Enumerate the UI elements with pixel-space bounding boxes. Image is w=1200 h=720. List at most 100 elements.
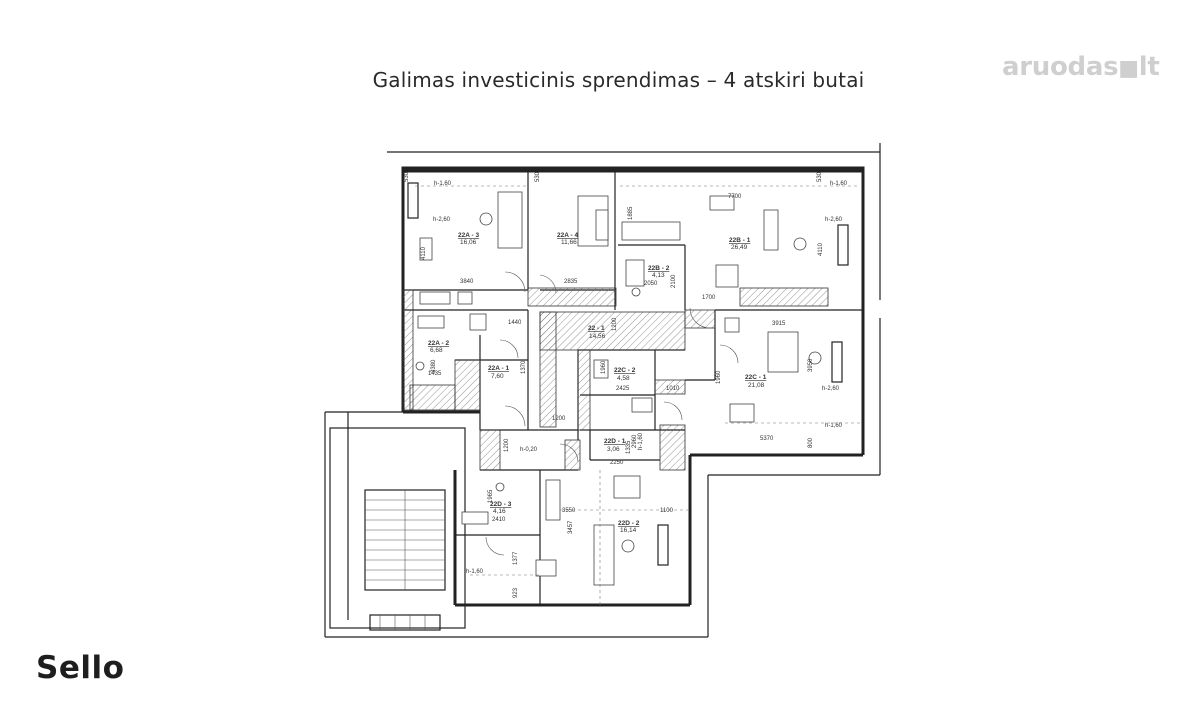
watermark-text: aruodas■lt xyxy=(1002,52,1160,82)
dimension-label: 1960 xyxy=(716,370,722,384)
dimension-label: 1440 xyxy=(508,320,522,326)
room-area: 3,06 xyxy=(607,446,620,453)
height-label: h-1,60 xyxy=(466,569,484,575)
dimension-label: 1200 xyxy=(612,317,618,331)
dimension-label: 3840 xyxy=(460,279,474,285)
kitchen-22d xyxy=(545,479,561,521)
height-label: h-1,60 xyxy=(434,181,452,187)
room-label: 22D - 3 xyxy=(490,501,512,508)
room-area: 11,66 xyxy=(561,239,577,246)
height-label: h-2,60 xyxy=(822,386,840,392)
room-label: 22D - 2 xyxy=(618,520,640,527)
sofa-22a3 xyxy=(497,191,523,249)
hatched-walls xyxy=(402,287,829,471)
dimension-label: 1200 xyxy=(504,438,510,452)
dimension-label: 2250 xyxy=(610,460,624,466)
dining-table-22c1 xyxy=(729,403,755,423)
dimension-label: 1960 xyxy=(601,360,607,374)
bath-22a2 xyxy=(417,315,445,329)
room-area: 4,16 xyxy=(493,508,506,515)
dimension-label: 1700 xyxy=(702,295,716,301)
dimension-label: 1010 xyxy=(666,386,680,392)
height-labels: h-1,60 h-2,60 h-1,60 h-2,60 h-2,60 h-1,6… xyxy=(433,181,848,575)
windows xyxy=(407,182,849,566)
dimension-label: 2960 xyxy=(632,434,638,448)
dimension-label: 1200 xyxy=(552,416,566,422)
dimension-label: 1435 xyxy=(428,371,442,377)
height-label: h-1,60 xyxy=(825,423,843,429)
dimension-label: 1335 xyxy=(626,440,632,454)
room-area: 4,13 xyxy=(652,272,665,279)
dimension-label: 5370 xyxy=(760,436,774,442)
room-label: 22D - 1 xyxy=(604,438,626,445)
room-label: 22A - 4 xyxy=(557,232,578,239)
aruodas-watermark: aruodas■lt xyxy=(1002,48,1174,88)
sofa-22c1 xyxy=(767,331,799,373)
kitchen-22a xyxy=(419,291,451,305)
dimension-label: 2425 xyxy=(616,386,630,392)
dimension-label: 4110 xyxy=(818,242,824,256)
dimension-label: 3915 xyxy=(772,321,786,327)
room-area: 16,06 xyxy=(460,239,477,246)
furniture xyxy=(415,191,822,586)
door-swings xyxy=(485,271,739,556)
dimension-label: 2100 xyxy=(671,274,677,288)
surrounding-context xyxy=(324,143,881,638)
dimension-label: 1885 xyxy=(628,206,634,220)
height-label: h-2,60 xyxy=(433,217,451,223)
dimension-label: 2835 xyxy=(564,279,578,285)
dimension-label: 2410 xyxy=(492,517,506,523)
room-area: 16,14 xyxy=(620,527,637,534)
reference-lines xyxy=(415,185,860,605)
room-label: 22C - 1 xyxy=(745,374,767,381)
dimension-label: 1377 xyxy=(513,551,519,565)
dimension-label: 3380 xyxy=(431,359,437,373)
dimension-label: 923 xyxy=(513,587,519,598)
room-labels: 22A - 3 16,06 22A - 4 11,66 22B - 1 26,4… xyxy=(428,232,767,534)
dining-table-22d2 xyxy=(613,475,641,499)
dining-table-22b1 xyxy=(709,195,735,211)
dimension-label: 530 xyxy=(535,171,541,182)
room-label: 22A - 3 xyxy=(458,232,479,239)
dimension-label: 2050 xyxy=(644,281,658,287)
shower-22b2 xyxy=(625,259,645,287)
room-area: 21,08 xyxy=(748,382,765,389)
height-label: h-0,20 xyxy=(520,447,538,453)
room-area: 14,56 xyxy=(589,333,606,340)
height-label: h-2,60 xyxy=(825,217,843,223)
dimension-label: 3550 xyxy=(562,508,576,514)
dimension-label: 1370 xyxy=(521,360,527,374)
dimension-label: 530 xyxy=(404,171,410,182)
dimension-label: 3457 xyxy=(568,520,574,534)
sofa-22b1 xyxy=(763,209,779,251)
dimension-label: 530 xyxy=(817,171,823,182)
page-title: Galimas investicinis sprendimas – 4 atsk… xyxy=(372,68,865,92)
room-area: 7,60 xyxy=(491,373,504,380)
height-label: h-1,60 xyxy=(638,432,644,450)
dimension-label: 4110 xyxy=(421,246,427,260)
dimension-label: 3950 xyxy=(808,358,814,372)
room-label: 22 - 1 xyxy=(588,325,605,332)
room-label: 22B - 2 xyxy=(648,265,670,272)
sofa-22d2 xyxy=(593,524,615,586)
stair-treads xyxy=(365,490,445,590)
dimension-label: 7700 xyxy=(728,194,742,200)
staircase xyxy=(329,427,466,631)
dimension-label: 800 xyxy=(808,437,814,448)
room-label: 22B - 1 xyxy=(729,237,751,244)
height-label: h-1,60 xyxy=(830,181,848,187)
room-label: 22A - 1 xyxy=(488,365,509,372)
room-label: 22A - 2 xyxy=(428,340,449,347)
sello-logo: Sello xyxy=(36,650,125,686)
room-area: 6,68 xyxy=(430,347,443,354)
bath-22d3 xyxy=(461,511,489,525)
room-area: 4,58 xyxy=(617,375,630,382)
desk-22d2 xyxy=(535,559,557,577)
dimension-labels: 3840 2835 1700 7700 1885 2050 2100 4110 … xyxy=(404,171,824,598)
room-label: 22C - 2 xyxy=(614,367,636,374)
room-area: 26,49 xyxy=(731,244,748,251)
table-22a3 xyxy=(419,237,433,261)
dimension-label: 1100 xyxy=(660,508,674,514)
lamp-22a3 xyxy=(479,212,493,226)
